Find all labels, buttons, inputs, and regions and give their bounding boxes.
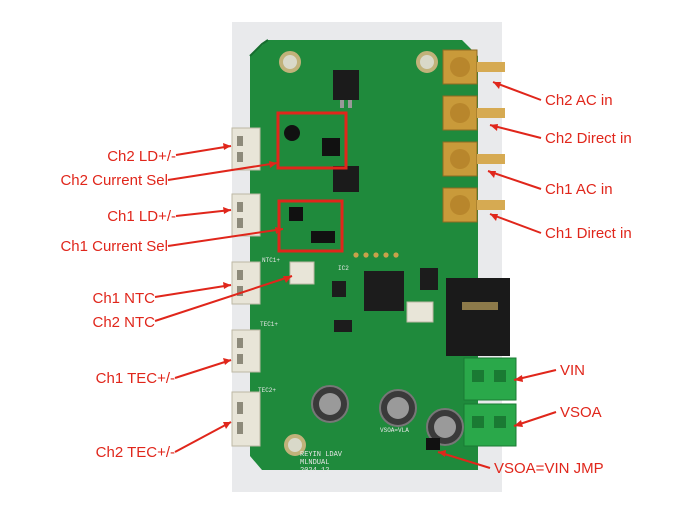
mounting-hole xyxy=(416,51,438,73)
regulator-chip xyxy=(333,166,359,192)
silkscreen-date: 2024.12 xyxy=(300,467,329,475)
silkscreen-ntc1: NTC1+ xyxy=(262,257,280,264)
jst-connector-ch1-ntc xyxy=(231,261,261,305)
vsoa-terminal-block xyxy=(463,403,517,447)
silkscreen-model: MLNDUAL xyxy=(300,459,329,467)
ch1-current-sel-box xyxy=(277,199,344,253)
jumper-block xyxy=(289,207,303,221)
label-ch1-ac-in: Ch1 AC in xyxy=(545,181,613,198)
silkscreen-tec2: TEC2+ xyxy=(258,387,276,394)
jumper-block xyxy=(322,138,340,156)
label-ch1-ld: Ch1 LD+/- xyxy=(107,208,176,225)
leader-lines-right xyxy=(437,81,557,469)
label-ch2-tec: Ch2 TEC+/- xyxy=(95,444,175,461)
capacitor xyxy=(379,389,417,427)
trimmer-pot xyxy=(284,125,300,141)
main-ic xyxy=(364,271,404,311)
silkscreen-ic2: IC2 xyxy=(338,265,349,272)
sma-connector-ch2-direct xyxy=(442,95,505,131)
jst-connector-ch1-ld xyxy=(231,193,261,237)
regulator-chip xyxy=(333,70,359,100)
mounting-hole xyxy=(279,51,301,73)
arrow-heads-left xyxy=(223,143,292,429)
small-connector xyxy=(406,301,434,323)
pin-header xyxy=(353,252,399,258)
mounting-hole xyxy=(284,434,306,456)
label-vsoa: VSOA xyxy=(560,404,602,421)
sma-connector-ch2-ac xyxy=(442,49,505,85)
label-ch2-direct-in: Ch2 Direct in xyxy=(545,130,632,147)
label-ch1-tec: Ch1 TEC+/- xyxy=(95,370,175,387)
label-ch1-ntc: Ch1 NTC xyxy=(92,290,155,307)
label-ch1-current-sel: Ch1 Current Sel xyxy=(60,238,168,255)
arrow-heads-right xyxy=(438,82,523,457)
label-vsoa-vin-jmp: VSOA=VIN JMP xyxy=(494,460,604,477)
silkscreen-brand: REYIN LDAV xyxy=(300,451,343,459)
vsoa-vin-jumper xyxy=(426,438,440,450)
vin-terminal-block xyxy=(463,357,517,401)
jumper-block xyxy=(311,231,335,243)
ch2-ntc-connector xyxy=(289,261,315,285)
capacitor xyxy=(311,385,349,423)
label-ch2-ac-in: Ch2 AC in xyxy=(545,92,613,109)
silkscreen-vsoa: VSOA=VLA xyxy=(380,427,409,434)
jst-connector-ch2-ld xyxy=(231,127,261,171)
sma-connector-ch1-direct xyxy=(442,187,505,223)
label-vin: VIN xyxy=(560,362,586,379)
jst-connector-ch2-tec xyxy=(231,391,261,447)
capacitor xyxy=(426,408,464,446)
power-connector xyxy=(446,278,510,356)
label-ch2-ld: Ch2 LD+/- xyxy=(107,148,176,165)
ch2-current-sel-box xyxy=(276,111,348,170)
leader-lines-left xyxy=(154,145,293,453)
label-ch1-direct-in: Ch1 Direct in xyxy=(545,225,632,242)
sma-connector-ch1-ac xyxy=(442,141,505,177)
label-ch2-ntc: Ch2 NTC xyxy=(92,314,155,331)
label-ch2-current-sel: Ch2 Current Sel xyxy=(60,172,168,189)
silkscreen-tec1: TEC1+ xyxy=(260,321,278,328)
jst-connector-ch1-tec xyxy=(231,329,261,373)
